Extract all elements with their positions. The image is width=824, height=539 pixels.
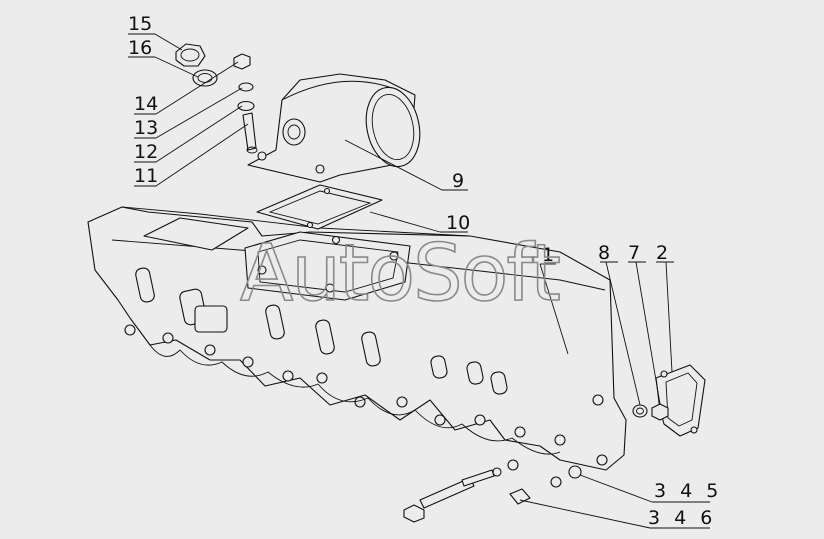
callout-2: 2 [656,242,668,264]
callout-13: 13 [134,117,158,139]
watermark-text: AutoSoft [240,229,559,319]
callout-15: 15 [128,13,152,35]
exhaust-manifold [87,206,627,471]
callout-11: 11 [134,165,158,187]
gasket [256,184,383,230]
elbow-pipe [247,73,421,183]
callout-10: 10 [446,212,470,234]
fastener-parts-top [175,43,258,154]
callout-8: 8 [598,242,610,264]
callout-9: 9 [452,170,464,192]
callout-labels: 15 16 14 13 12 11 9 10 8 7 2 1 3 4 5 3 4… [128,13,722,529]
fastener-parts-right [632,364,706,437]
callout-3-4-6: 3 4 6 [648,507,716,529]
callout-7: 7 [628,242,640,264]
callout-12: 12 [134,141,158,163]
callout-14: 14 [134,93,158,115]
leader-lines [128,33,710,529]
fastener-parts-bottom [403,459,582,523]
callout-1: 1 [542,244,554,266]
callout-3-4-5: 3 4 5 [654,480,722,502]
callout-16: 16 [128,37,152,59]
